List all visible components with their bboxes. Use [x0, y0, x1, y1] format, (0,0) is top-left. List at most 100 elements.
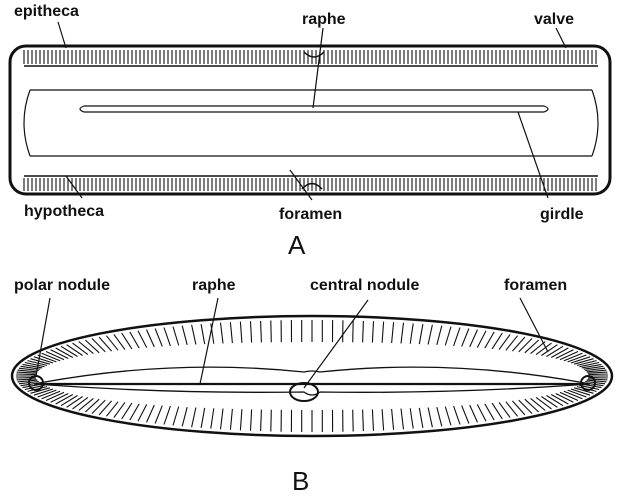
stria: [454, 328, 460, 346]
stria: [372, 321, 373, 342]
stria: [173, 327, 179, 346]
label-girdle: girdle: [540, 206, 584, 223]
stria: [525, 340, 539, 353]
stria: [428, 408, 432, 428]
stria: [155, 406, 162, 424]
stria: [211, 408, 214, 428]
stria: [147, 405, 155, 422]
stria: [240, 322, 242, 343]
stria: [130, 404, 139, 420]
stria: [192, 408, 196, 428]
frustule-outline: [10, 46, 610, 194]
stria: [251, 409, 252, 430]
stria: [363, 321, 364, 343]
stria: [363, 410, 364, 432]
stria: [419, 408, 423, 428]
stria: [353, 410, 354, 432]
stria: [410, 408, 413, 428]
stria: [271, 321, 272, 343]
stria: [221, 409, 224, 430]
stria: [531, 398, 546, 410]
caption-b: B: [292, 466, 309, 496]
label-central-nodule: central nodule: [310, 277, 419, 294]
stria: [454, 406, 460, 424]
stria: [67, 345, 83, 356]
stria: [73, 343, 88, 355]
stria: [221, 323, 224, 344]
stria: [164, 406, 170, 424]
stria: [79, 342, 94, 354]
stria: [392, 409, 394, 430]
raphe-leader-a: [313, 28, 323, 108]
stria: [541, 345, 557, 356]
central-nodule-leader: [304, 300, 368, 388]
axial-area: [34, 367, 590, 395]
stria: [588, 374, 607, 375]
stria: [462, 406, 469, 424]
stria: [445, 327, 451, 346]
stria: [353, 321, 354, 343]
stria: [271, 410, 272, 432]
stria: [445, 407, 451, 426]
girdle-left-end: [24, 90, 30, 156]
stria: [470, 405, 478, 422]
central-nodule-top: [304, 52, 324, 57]
stria: [240, 409, 242, 430]
stria: [147, 330, 155, 347]
stria: [392, 322, 394, 343]
stria: [477, 404, 486, 421]
stria: [251, 321, 252, 342]
stria: [437, 407, 442, 426]
stria: [401, 323, 404, 344]
stria: [419, 324, 423, 344]
girdle-leader: [518, 112, 548, 198]
label-foramen-a: foramen: [279, 206, 342, 223]
stria: [173, 407, 179, 426]
stria: [230, 322, 232, 343]
stria: [588, 379, 608, 380]
label-raphe-a: raphe: [302, 11, 346, 28]
stria: [230, 409, 232, 430]
stria: [85, 399, 99, 412]
stria: [536, 397, 551, 409]
stria: [470, 330, 478, 347]
raphe-slit: [80, 106, 548, 112]
hypotheca-striae: [24, 178, 596, 191]
stria: [261, 410, 262, 432]
stria: [519, 339, 532, 352]
stria: [17, 372, 37, 373]
stria: [428, 325, 432, 345]
stria: [588, 372, 608, 373]
stria: [164, 328, 170, 346]
label-hypotheca: hypotheca: [24, 203, 104, 220]
stria: [155, 329, 162, 347]
stria: [79, 398, 94, 410]
caption-a: A: [288, 230, 306, 260]
stria: [138, 404, 147, 421]
stria: [17, 379, 37, 380]
stria: [201, 324, 205, 344]
stria: [477, 331, 486, 348]
stria: [401, 409, 404, 430]
stria: [382, 322, 384, 343]
stria: [437, 326, 442, 345]
stria: [130, 332, 139, 348]
figure-b: polar nodule raphe central nodule forame…: [12, 277, 612, 496]
label-raphe-b: raphe: [192, 277, 236, 294]
stria: [525, 399, 539, 412]
stria: [138, 331, 147, 348]
stria: [519, 400, 532, 413]
label-epitheca: epitheca: [14, 3, 79, 20]
label-polar-nodule: polar nodule: [14, 277, 110, 294]
stria: [372, 409, 373, 430]
epitheca-leader: [58, 22, 66, 48]
stria: [462, 329, 469, 347]
stria: [201, 408, 205, 428]
girdle-right-end: [592, 90, 598, 156]
stria: [192, 325, 196, 345]
figure-a: epitheca raphe valve hypotheca foramen g…: [10, 3, 610, 260]
stria: [85, 340, 99, 353]
label-valve: valve: [534, 11, 574, 28]
stria: [73, 397, 88, 409]
